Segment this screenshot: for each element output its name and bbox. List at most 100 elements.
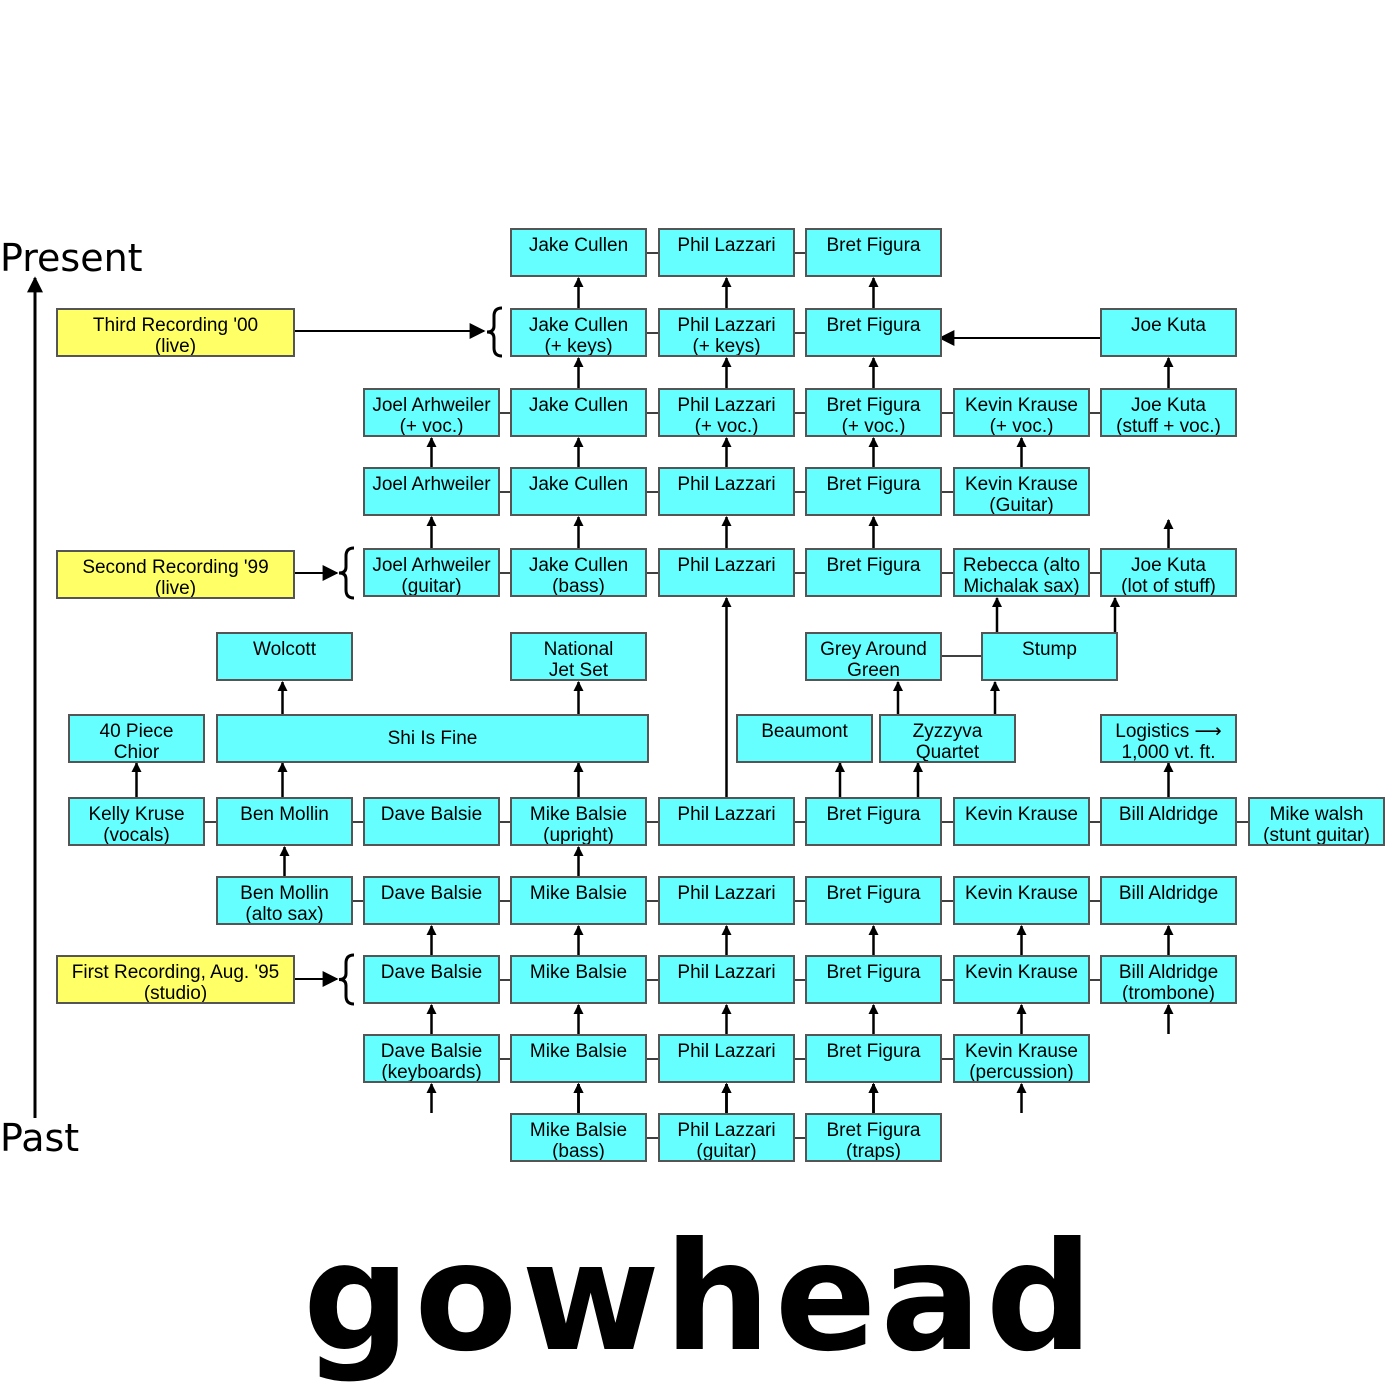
box-r8-walsh: Mike walsh(stunt guitar)	[1248, 797, 1385, 846]
box-r5-jake-line-2: (bass)	[552, 576, 605, 597]
box-shi-line-1: Shi Is Fine	[387, 728, 478, 749]
box-r3-bret-line-2: (+ voc.)	[841, 416, 906, 437]
box-chior-line-1: 40 Piece	[99, 721, 174, 742]
box-r2-jake: Jake Cullen(+ keys)	[510, 308, 647, 357]
box-r5-joe-line-2: (lot of stuff)	[1121, 576, 1216, 597]
box-r2-joe: Joe Kuta	[1100, 308, 1237, 357]
box-r10-kevin-line-1: Kevin Krause	[964, 962, 1078, 983]
box-r2-bret: Bret Figura	[805, 308, 942, 357]
box-r11-mike: Mike Balsie	[510, 1034, 647, 1083]
box-third-rec-line-2: (live)	[154, 336, 197, 357]
box-r4-phil: Phil Lazzari	[658, 467, 795, 516]
connector-lines	[205, 252, 1248, 1139]
box-r8-kevin: Kevin Krause	[953, 797, 1090, 846]
box-logistics-line-1: Logistics ⟶	[1115, 721, 1222, 742]
box-r3-joe-line-1: Joe Kuta	[1131, 395, 1206, 416]
box-r5-bret: Bret Figura	[805, 548, 942, 597]
box-r11-dave: Dave Balsie(keyboards)	[363, 1034, 500, 1083]
box-stump: Stump	[981, 632, 1118, 681]
box-r9-mike: Mike Balsie	[510, 876, 647, 925]
box-r3-joel-line-1: Joel Arhweiler	[372, 395, 491, 416]
box-grey-line-2: Green	[847, 660, 900, 681]
box-beaumont: Beaumont	[736, 714, 873, 763]
box-r10-kevin: Kevin Krause	[953, 955, 1090, 1004]
box-r5-phil: Phil Lazzari	[658, 548, 795, 597]
box-r9-bret: Bret Figura	[805, 876, 942, 925]
box-r11-dave-line-1: Dave Balsie	[380, 1041, 483, 1062]
box-r9-ben: Ben Mollin(alto sax)	[216, 876, 353, 925]
box-r3-joel: Joel Arhweiler(+ voc.)	[363, 388, 500, 437]
box-first-rec: First Recording, Aug. '95(studio)	[56, 955, 295, 1004]
box-r2-jake-line-2: (+ keys)	[544, 336, 613, 357]
box-r9-kevin: Kevin Krause	[953, 876, 1090, 925]
box-logistics: Logistics ⟶1,000 vt. ft.	[1100, 714, 1237, 763]
box-stump-line-1: Stump	[1022, 639, 1077, 660]
box-r8-dave-line-1: Dave Balsie	[380, 804, 483, 825]
box-r3-bret-line-1: Bret Figura	[826, 395, 921, 416]
box-r9-ben-line-2: (alto sax)	[245, 904, 324, 925]
box-r8-ben-line-1: Ben Mollin	[240, 804, 329, 825]
box-r8-mike: Mike Balsie(upright)	[510, 797, 647, 846]
box-r11-phil-line-1: Phil Lazzari	[677, 1041, 776, 1062]
box-r2-bret-line-1: Bret Figura	[826, 315, 921, 336]
box-r8-kevin-line-1: Kevin Krause	[964, 804, 1078, 825]
box-r3-phil-line-2: (+ voc.)	[694, 416, 759, 437]
box-r3-jake-line-1: Jake Cullen	[528, 395, 629, 416]
box-second-rec-line-2: (live)	[154, 578, 197, 599]
box-r11-kevin-line-1: Kevin Krause	[964, 1041, 1078, 1062]
box-r8-phil: Phil Lazzari	[658, 797, 795, 846]
box-r5-joe: Joe Kuta(lot of stuff)	[1100, 548, 1237, 597]
box-r4-phil-line-1: Phil Lazzari	[677, 474, 776, 495]
box-r8-ben: Ben Mollin	[216, 797, 353, 846]
box-r9-bill: Bill Aldridge	[1100, 876, 1237, 925]
box-r12-bret: Bret Figura(traps)	[805, 1113, 942, 1162]
box-r9-ben-line-1: Ben Mollin	[240, 883, 329, 904]
box-r10-bill: Bill Aldridge(trombone)	[1100, 955, 1237, 1004]
box-r3-kevin-line-1: Kevin Krause	[964, 395, 1078, 416]
box-logistics-line-2: 1,000 vt. ft.	[1121, 742, 1216, 763]
box-r12-mike: Mike Balsie(bass)	[510, 1113, 647, 1162]
box-r3-joe-line-2: (stuff + voc.)	[1116, 416, 1221, 437]
box-r3-phil: Phil Lazzari(+ voc.)	[658, 388, 795, 437]
box-r2-joe-line-1: Joe Kuta	[1131, 315, 1206, 336]
box-second-rec: Second Recording '99(live)	[56, 550, 295, 599]
recording-braces	[338, 306, 503, 1006]
box-wolcott-line-1: Wolcott	[252, 639, 316, 660]
box-r5-bret-line-1: Bret Figura	[826, 555, 921, 576]
box-r5-joel-line-1: Joel Arhweiler	[372, 555, 491, 576]
box-r5-jake-line-1: Jake Cullen	[528, 555, 629, 576]
box-r9-bill-line-1: Bill Aldridge	[1118, 883, 1219, 904]
box-r8-dave: Dave Balsie	[363, 797, 500, 846]
box-r9-dave: Dave Balsie	[363, 876, 500, 925]
box-r8-walsh-line-1: Mike walsh	[1269, 804, 1364, 825]
box-r3-kevin: Kevin Krause(+ voc.)	[953, 388, 1090, 437]
box-r12-phil: Phil Lazzari(guitar)	[658, 1113, 795, 1162]
box-r8-kelly-line-1: Kelly Kruse	[88, 804, 185, 825]
box-r5-jake: Jake Cullen(bass)	[510, 548, 647, 597]
box-r5-rebecca-line-1: Rebecca (alto	[962, 555, 1081, 576]
box-national-line-2: Jet Set	[548, 660, 609, 681]
box-r3-jake: Jake Cullen	[510, 388, 647, 437]
box-r4-joel-line-1: Joel Arhweiler	[372, 474, 491, 495]
box-r8-bill-line-1: Bill Aldridge	[1118, 804, 1219, 825]
box-r1-bret-line-1: Bret Figura	[826, 235, 921, 256]
box-r10-bill-line-2: (trombone)	[1122, 983, 1215, 1004]
box-r8-mike-line-1: Mike Balsie	[529, 804, 628, 825]
box-r11-kevin: Kevin Krause(percussion)	[953, 1034, 1090, 1083]
box-r2-phil-line-1: Phil Lazzari	[677, 315, 776, 336]
brace-second	[338, 546, 355, 600]
box-r8-phil-line-1: Phil Lazzari	[677, 804, 776, 825]
box-r12-mike-line-2: (bass)	[552, 1141, 605, 1162]
box-r4-bret: Bret Figura	[805, 467, 942, 516]
box-r1-jake-line-1: Jake Cullen	[528, 235, 629, 256]
box-r4-jake: Jake Cullen	[510, 467, 647, 516]
brace-third	[486, 306, 503, 358]
box-r8-kelly: Kelly Kruse(vocals)	[68, 797, 205, 846]
box-r12-mike-line-1: Mike Balsie	[529, 1120, 628, 1141]
box-r11-phil: Phil Lazzari	[658, 1034, 795, 1083]
box-r5-joel: Joel Arhweiler(guitar)	[363, 548, 500, 597]
box-r8-walsh-line-2: (stunt guitar)	[1263, 825, 1370, 846]
box-r5-joe-line-1: Joe Kuta	[1131, 555, 1206, 576]
